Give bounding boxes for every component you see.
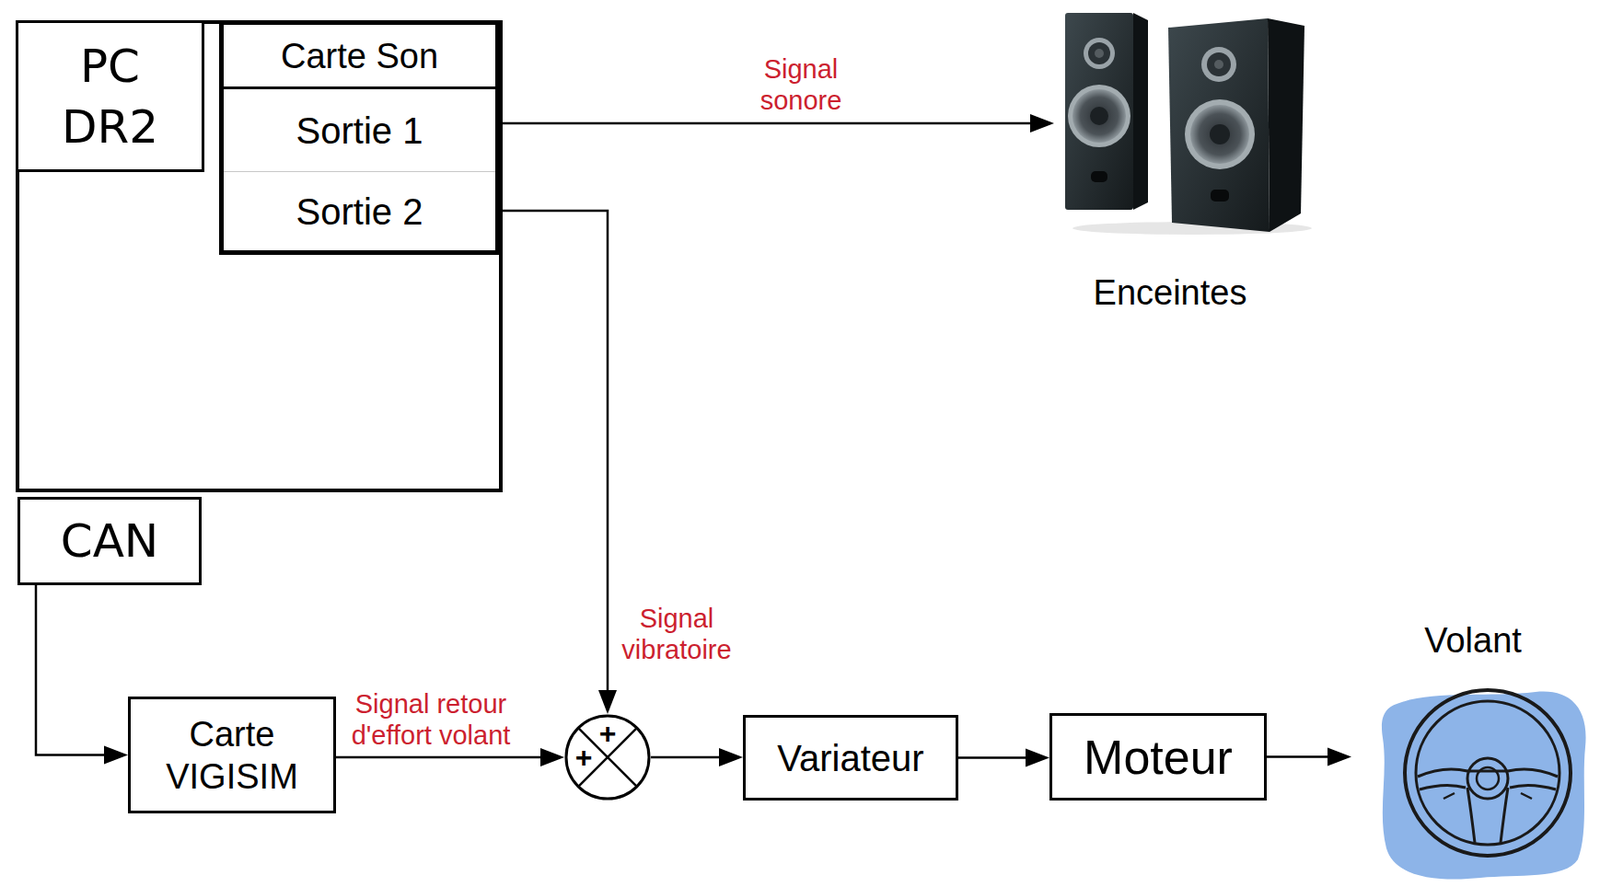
signal-label: Signal vibratoire <box>614 602 739 666</box>
picture-caption: Volant <box>1351 620 1595 661</box>
speakers-node: Enceintes <box>1054 7 1322 316</box>
connector-line <box>495 210 608 691</box>
signal-label: Signal retour d'effort volant <box>341 688 521 752</box>
connector-line <box>495 122 1031 126</box>
box-label: CAN <box>60 513 160 569</box>
connector <box>650 748 743 767</box>
picture-caption: Enceintes <box>1054 272 1322 314</box>
arrow-head <box>1025 749 1050 768</box>
connector-line <box>1266 755 1328 759</box>
can-box: CAN <box>17 497 202 586</box>
connector <box>495 114 1055 133</box>
process-box: Carte VIGISIM <box>127 696 337 814</box>
arrow-head <box>540 748 565 767</box>
speakers-illustration <box>1054 7 1322 238</box>
junction-circle <box>566 716 650 800</box>
connector-line <box>650 756 719 760</box>
process-box: Moteur <box>1049 713 1267 801</box>
box-label: Moteur <box>1083 730 1233 785</box>
connector <box>495 210 617 715</box>
connector-line <box>35 585 105 756</box>
box-label: Variateur <box>776 737 924 780</box>
box-label: Carte Son <box>280 35 439 77</box>
picture-caption-text: Enceintes <box>1093 272 1248 314</box>
steering-wheel-node: Volant <box>1351 618 1595 882</box>
connector <box>958 749 1050 768</box>
picture-caption-text: Volant <box>1424 620 1522 661</box>
arrow-head <box>104 746 128 766</box>
card-header: Carte Son <box>223 24 496 87</box>
connector <box>35 585 128 766</box>
box-label: Carte VIGISIM <box>138 713 326 799</box>
arrow-head <box>1030 114 1055 133</box>
computer-box: PC DR2 Carte SonSortie 1 Sortie 2 <box>15 20 503 493</box>
sound-card-box: Carte SonSortie 1 Sortie 2 <box>219 20 500 256</box>
output-row: Sortie 1 <box>223 86 496 172</box>
sign-label: + <box>596 717 619 751</box>
connector <box>336 748 565 767</box>
computer-label-box: PC DR2 <box>15 20 205 173</box>
box-label: PC DR2 <box>46 35 175 158</box>
sign-label: + <box>572 741 595 775</box>
signal-label: Signal sonore <box>745 53 857 116</box>
arrow-head <box>718 748 743 767</box>
summing-junction: ++ <box>564 714 651 801</box>
connector-line <box>336 756 541 760</box>
box-label: Sortie 2 <box>296 190 424 233</box>
process-box: Variateur <box>742 715 959 801</box>
arrow-head <box>1327 748 1352 767</box>
connector <box>1266 748 1352 767</box>
arrow-head <box>598 690 617 715</box>
box-label: Sortie 1 <box>296 109 424 152</box>
output-row: Sortie 2 <box>223 171 496 251</box>
connector-line <box>958 756 1026 760</box>
